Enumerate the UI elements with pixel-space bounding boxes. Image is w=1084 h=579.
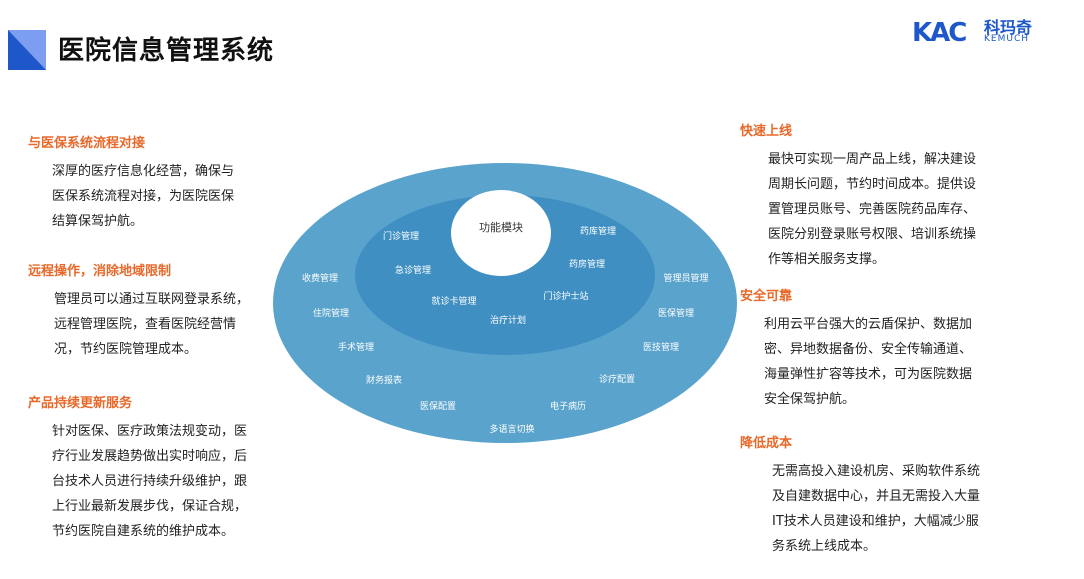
feature-block-updates: 产品持续更新服务 针对医保、医疗政策法规变动，医 疗行业发展趋势做出实时响应，后… xyxy=(28,392,268,544)
inner-module-label: 药房管理 xyxy=(569,258,605,270)
brand-logo: KAC 科玛奇 KEMUCH xyxy=(912,14,1072,48)
center-circle xyxy=(451,190,551,276)
feature-text: 深厚的医疗信息化经营，确保与 医保系统流程对接，为医院医保 结算保驾护航。 xyxy=(52,164,235,229)
feature-text: 针对医保、医疗政策法规变动，医 疗行业发展趋势做出实时响应，后 台技术人员进行持… xyxy=(52,424,248,539)
feature-block-insurance: 与医保系统流程对接 深厚的医疗信息化经营，确保与 医保系统流程对接，为医院医保 … xyxy=(28,132,268,234)
outer-module-label: 财务报表 xyxy=(366,374,402,386)
outer-module-label: 多语言切换 xyxy=(489,423,534,435)
inner-module-label: 门诊管理 xyxy=(383,230,419,242)
module-diagram: 功能模块 门诊管理 药库管理 急诊管理 药房管理 就诊卡管理 门诊护士站 治疗计… xyxy=(272,162,738,444)
header: 医院信息管理系统 KAC 科玛奇 KEMUCH xyxy=(0,0,1084,90)
outer-module-label: 诊疗配置 xyxy=(599,373,635,385)
feature-text: 管理员可以通过互联网登录系统， 远程管理医院，查看医院经营情 况，节约医院管理成… xyxy=(54,292,250,357)
logo-chinese-name: 科玛奇 xyxy=(984,18,1033,37)
feature-heading: 快速上线 xyxy=(740,124,793,139)
page-title: 医院信息管理系统 xyxy=(58,36,275,66)
outer-module-label: 电子病历 xyxy=(550,400,586,412)
feature-text: 最快可实现一周产品上线，解决建设 周期长问题，节约时间成本。提供设 置管理员账号… xyxy=(768,152,977,267)
outer-module-label: 收费管理 xyxy=(302,272,338,284)
feature-heading: 远程操作，消除地域限制 xyxy=(28,264,172,279)
feature-block-fast-launch: 快速上线 最快可实现一周产品上线，解决建设 周期长问题，节约时间成本。提供设 置… xyxy=(740,120,1000,272)
logo-mark: KAC xyxy=(912,18,967,48)
inner-module-label: 门诊护士站 xyxy=(543,290,588,302)
outer-module-label: 住院管理 xyxy=(313,307,349,319)
inner-module-label: 治疗计划 xyxy=(490,314,526,326)
outer-module-label: 医技管理 xyxy=(643,341,679,353)
module-diagram-svg: 功能模块 门诊管理 药库管理 急诊管理 药房管理 就诊卡管理 门诊护士站 治疗计… xyxy=(273,163,737,443)
feature-block-cost: 降低成本 无需高投入建设机房、采购软件系统 及自建数据中心，并且无需投入大量 I… xyxy=(740,432,1000,559)
feature-heading: 产品持续更新服务 xyxy=(28,396,133,411)
inner-module-label: 就诊卡管理 xyxy=(431,295,476,307)
feature-text: 利用云平台强大的云盾保护、数据加 密、异地数据备份、安全传输通道、 海量弹性扩容… xyxy=(764,317,973,407)
feature-heading: 降低成本 xyxy=(740,436,793,451)
feature-heading: 安全可靠 xyxy=(740,289,793,304)
logo-english-name: KEMUCH xyxy=(984,34,1029,44)
center-label: 功能模块 xyxy=(479,220,523,234)
inner-module-label: 药库管理 xyxy=(580,225,616,237)
title-accent-icon xyxy=(8,30,46,70)
feature-text: 无需高投入建设机房、采购软件系统 及自建数据中心，并且无需投入大量 IT技术人员… xyxy=(772,464,981,554)
feature-heading: 与医保系统流程对接 xyxy=(28,136,146,151)
outer-module-label: 医保配置 xyxy=(420,400,456,412)
outer-module-label: 管理员管理 xyxy=(663,272,708,284)
feature-block-remote: 远程操作，消除地域限制 管理员可以通过互联网登录系统， 远程管理医院，查看医院经… xyxy=(28,260,268,362)
inner-module-label: 急诊管理 xyxy=(395,264,431,276)
outer-module-label: 医保管理 xyxy=(658,307,694,319)
outer-module-label: 手术管理 xyxy=(338,341,374,353)
feature-block-security: 安全可靠 利用云平台强大的云盾保护、数据加 密、异地数据备份、安全传输通道、 海… xyxy=(740,285,1000,412)
